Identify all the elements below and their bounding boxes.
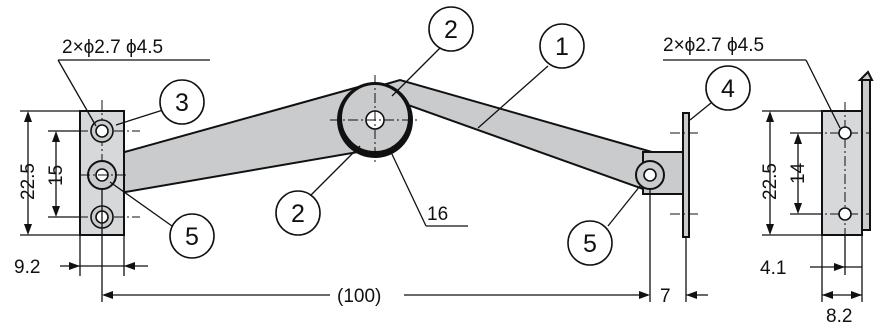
left-hole-spec: 2×ϕ2.7 ϕ4.5 xyxy=(62,37,163,58)
side-hole-spec: 2×ϕ2.7 ϕ4.5 xyxy=(663,35,764,56)
side-width-dim xyxy=(821,235,863,302)
right-offset-label: 7 xyxy=(660,286,671,307)
right-offset-dim xyxy=(685,237,708,302)
left-height-dim xyxy=(20,110,80,236)
pivot-diameter-label: 16 xyxy=(427,204,448,225)
callout-2-bottom: 2 xyxy=(275,190,321,236)
svg-text:5: 5 xyxy=(583,230,597,258)
left-offset-dim xyxy=(60,235,148,276)
side-height-dim xyxy=(762,110,822,236)
left-bracket-hole-top xyxy=(90,119,114,143)
svg-text:3: 3 xyxy=(175,89,189,117)
overall-length-dim xyxy=(101,190,651,302)
callout-5-right: 5 xyxy=(567,220,613,266)
side-offset-dim xyxy=(810,235,862,275)
side-width-label: 8.2 xyxy=(826,306,852,327)
callout-4: 4 xyxy=(705,65,751,111)
svg-text:2: 2 xyxy=(291,200,305,228)
svg-text:2: 2 xyxy=(444,16,458,44)
pivot-diameter-leader xyxy=(389,149,468,227)
callout-2-top: 2 xyxy=(428,6,474,52)
side-view-hole-top xyxy=(838,126,852,140)
svg-text:4: 4 xyxy=(721,75,735,103)
side-offset-label: 4.1 xyxy=(760,258,786,279)
side-hole-leader xyxy=(663,59,841,129)
center-pivot xyxy=(330,75,420,165)
left-pitch-label: 15 xyxy=(46,165,67,186)
overall-length-label: (100) xyxy=(337,286,381,307)
side-view-bracket xyxy=(812,70,874,246)
callout-1: 1 xyxy=(539,23,585,69)
side-pitch-dim xyxy=(790,132,822,215)
left-pitch-dim xyxy=(48,130,80,218)
left-hole-leader xyxy=(57,59,210,127)
callout-3: 3 xyxy=(159,79,205,125)
left-offset-label: 9.2 xyxy=(14,257,40,278)
svg-text:1: 1 xyxy=(555,33,569,61)
left-pivot xyxy=(80,160,126,190)
side-height-label: 22.5 xyxy=(760,163,781,200)
svg-text:5: 5 xyxy=(185,223,199,251)
callout-5-left: 5 xyxy=(169,213,215,259)
right-pivot xyxy=(635,160,665,190)
left-height-label: 22.5 xyxy=(18,163,39,200)
side-pitch-label: 14 xyxy=(788,162,809,184)
side-view-hole-bottom xyxy=(838,207,852,221)
